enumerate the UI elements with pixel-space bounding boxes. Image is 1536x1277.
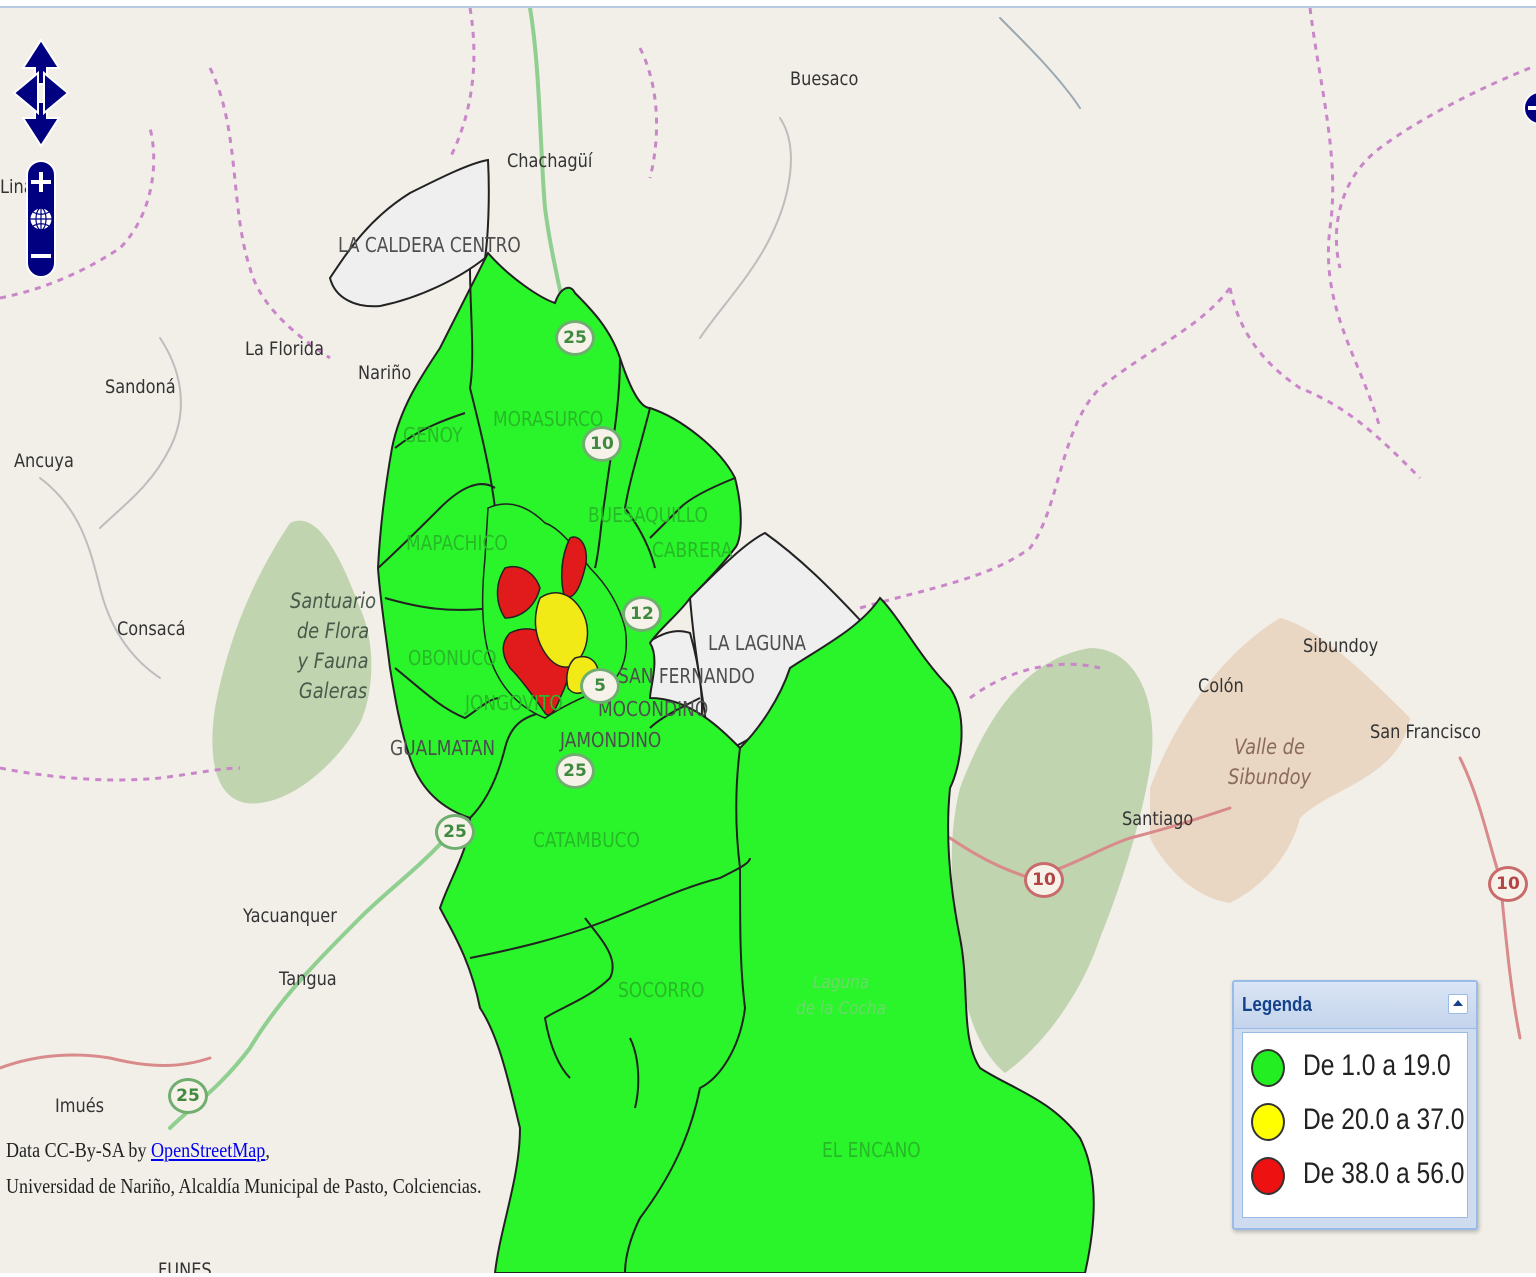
road-shield: 25 [435,814,475,850]
pan-control [12,38,70,148]
globe-icon[interactable] [29,207,53,231]
layer-switcher-button[interactable] [1520,88,1536,128]
place-consaca: Consacá [117,618,186,640]
municipal-borders [0,8,1531,782]
place-colon: Colón [1198,675,1244,697]
place-buesaco: Buesaco [790,68,859,90]
zone-label-catambuco: CATAMBUCO [533,828,640,852]
legend-body: De 1.0 a 19.0 De 20.0 a 37.0 De 38.0 a 5… [1242,1032,1468,1218]
zones-low [376,251,1095,1273]
pan-up-button[interactable] [21,38,61,85]
zone-label-buesaquillo: BUESAQUILLO [588,503,708,527]
road-shield: 10 [1488,866,1528,902]
road-shield: 10 [1024,862,1064,898]
place-san-francisco: San Francisco [1370,721,1481,743]
place-chachagui: Chachagüí [507,150,593,172]
legend-panel: Legenda De 1.0 a 19.0 De 20.0 a 37.0 De … [1232,980,1478,1230]
urban-red-north [560,536,587,599]
park-label-galeras: Santuario de Flora y Fauna Galeras [290,589,377,703]
galeras-park-area [212,520,372,804]
road-shield: 25 [555,753,595,789]
zoom-control [26,160,56,278]
place-tangua: Tangua [279,968,337,990]
zone-label-socorro: SOCORRO [618,978,705,1002]
zone-label-jamondino: JAMONDINO [560,728,662,752]
sibundoy-valley-area [1150,618,1410,903]
place-yacuanquer: Yacuanquer [243,905,337,927]
attribution-line-2: Universidad de Nariño, Alcaldía Municipa… [6,1174,482,1198]
legend-swatch-mid [1251,1103,1285,1141]
zone-label-el-encano: EL ENCANO [822,1138,921,1162]
zone-label-san-fernando: SAN FERNANDO [618,664,755,688]
legend-header: Legenda [1234,982,1476,1029]
road-shield: 10 [582,426,622,462]
attribution-suffix: , [265,1138,270,1162]
zone-label-jongovito: JONGOVITO [465,691,563,715]
legend-label: De 38.0 a 56.0 [1303,1157,1465,1190]
zone-label-mocondino: MOCONDINO [598,697,709,721]
legend-label: De 1.0 a 19.0 [1303,1049,1451,1082]
zone-label-mapachico: MAPACHICO [406,531,508,555]
zone-la-caldera [328,158,490,308]
legend-title: Legenda [1242,994,1312,1016]
place-santiago: Santiago [1122,808,1194,830]
forest-area-east [951,648,1153,1073]
place-narino: Nariño [358,362,412,384]
roads [0,8,1522,1130]
openstreetmap-link[interactable]: OpenStreetMap [150,1138,266,1162]
place-funes: FUNES [158,1259,212,1273]
place-sibundoy: Sibundoy [1303,635,1379,657]
urban-red-west [496,566,541,619]
attribution-prefix: Data CC-By-SA by [6,1138,151,1162]
zone-boundaries [377,267,751,1273]
legend-label: De 20.0 a 37.0 [1303,1103,1465,1136]
legend-collapse-button[interactable] [1448,994,1468,1014]
park-label-la-cocha: Laguna de la Cocha [796,972,887,1019]
zone-label-cabrera: CABRERA [652,538,733,562]
pan-left-button[interactable] [12,70,39,116]
pan-right-button[interactable] [43,70,70,116]
place-lina: Lina [0,176,34,198]
zoom-in-button[interactable] [31,172,51,192]
zone-label-la-caldera: LA CALDERA CENTRO [338,233,521,257]
zone-main-green [376,251,1095,1273]
park-label-sibundoy: Valle de Sibundoy [1228,735,1312,789]
place-ancuya: Ancuya [14,450,74,472]
zone-label-la-laguna: LA LAGUNA [708,631,807,655]
map-canvas[interactable]: Buesaco Chachagüí La Florida Sandoná Nar… [0,6,1536,1273]
zone-label-gualmatan: GUALMATAN [390,736,496,760]
road-shield: 12 [622,596,662,632]
road-shield: 25 [168,1078,208,1114]
road-shield: 5 [580,668,620,704]
road-shield: 25 [555,320,595,356]
map-attribution: Data CC-By-SA by OpenStreetMap, Universi… [6,1132,481,1204]
legend-swatch-low [1251,1049,1285,1087]
place-la-florida: La Florida [245,338,324,360]
place-imues: Imués [55,1095,105,1117]
zone-label-morasurco: MORASURCO [493,407,604,431]
pan-down-button[interactable] [21,101,61,148]
legend-swatch-high [1251,1157,1285,1195]
zone-label-obonuco: OBONUCO [408,646,497,670]
zone-label-genoy: GENOY [403,423,463,447]
place-sandona: Sandoná [105,376,176,398]
